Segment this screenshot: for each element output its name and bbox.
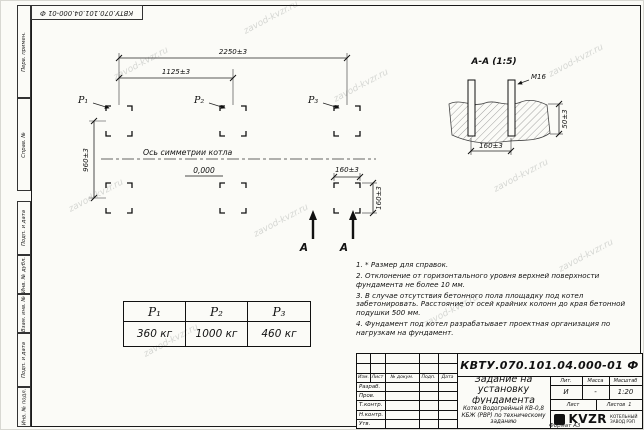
company-name: КОТЕЛЬНЫЙ ЗАВОД РЭП <box>610 414 637 425</box>
company-logo: KVZR КОТЕЛЬНЫЙ ЗАВОД РЭП <box>554 412 638 426</box>
margin-stamp-label: Инв. № дубл. <box>21 256 27 293</box>
dimension-1125: 1125±3 <box>115 68 237 105</box>
dimension-160-vertical: 160±3 <box>362 179 383 217</box>
dim-1125-text: 1125±3 <box>162 68 190 76</box>
load-table-header: P₁ <box>124 302 186 322</box>
point-p1-label: P₁ <box>77 95 88 106</box>
load-table-value: 360 кг <box>124 322 186 346</box>
tb-drawing-subtitle: Котел Водогрейный КВ-0,8 КБЖ (РВР) по те… <box>461 406 546 426</box>
pad-mark <box>333 182 361 214</box>
tb-lit-value: И <box>563 388 569 396</box>
pad-mark <box>219 182 247 214</box>
kvzr-logo-icon <box>554 413 566 425</box>
dim-960-text: 960±3 <box>82 148 90 172</box>
dim-50-text: 50±3 <box>561 109 569 128</box>
tb-listov-label: Листов <box>606 401 626 408</box>
margin-stamp-sprav-no: Справ. № <box>17 98 31 191</box>
pad-mark <box>105 105 133 137</box>
margin-stamp-inv-dubl: Инв. № дубл. <box>17 255 31 294</box>
tb-listov-cell: Листов 1 <box>596 399 642 410</box>
tb-drawing-title: Задание на установку фундамента <box>472 377 535 404</box>
load-table-header: P₂ <box>186 302 248 322</box>
bolt-size-label: М16 <box>531 73 546 81</box>
margin-stamp-inv-podl: Инв. № подл. <box>17 387 31 427</box>
margin-stamp-label: Взам. инв. № <box>21 295 27 332</box>
dim-160-v-text: 160±3 <box>375 186 383 210</box>
tb-listov-value: 1 <box>628 401 632 408</box>
dim-2250-text: 2250±3 <box>219 48 247 56</box>
load-table-header: P₃ <box>248 302 310 322</box>
load-table-value: 1000 кг <box>186 322 248 346</box>
kvzr-logo-text: KVZR <box>568 412 608 426</box>
dim-160-section-text: 160±3 <box>479 142 503 150</box>
pad-mark <box>105 182 133 214</box>
margin-stamp-label: Инв. № подл. <box>21 388 28 426</box>
format-label: Формат А3 <box>549 423 581 429</box>
load-table: P₁ P₂ P₃ 360 кг 1000 кг 460 кг <box>123 301 311 347</box>
level-mark-text: 0,000 <box>193 166 215 175</box>
tb-col-ndokum: № докум. <box>390 375 414 380</box>
anchor-bolt <box>507 79 516 137</box>
dimension-2250: 2250±3 <box>115 48 351 105</box>
tb-masshtab-label: Масштаб <box>613 377 638 384</box>
tb-lit-label: Лит. <box>560 377 572 384</box>
tb-massa-value: - <box>594 388 597 396</box>
pad-mark <box>219 105 247 137</box>
anchor-bolt <box>467 79 476 137</box>
symmetry-axis-label: Ось симметрии котла <box>143 148 233 157</box>
tb-masshtab-value: 1:20 <box>617 388 634 396</box>
notes-block: 1. * Размер для справок. 2. Отклонение о… <box>356 260 634 340</box>
point-p2-label: P₂ <box>193 95 204 106</box>
margin-stamp-label: Подп. и дата <box>21 209 27 247</box>
dim-160-h-text: 160±3 <box>335 166 359 174</box>
tb-doc-number: КВТУ.070.101.04.000-01 Ф <box>460 358 639 372</box>
tb-row-utv: Утв. <box>359 420 371 427</box>
section-letter-a1: А <box>299 242 308 254</box>
note-1: 1. * Размер для справок. <box>356 260 449 269</box>
note-2: 2. Отклонение от горизонтального уровня … <box>356 270 600 289</box>
margin-stamp-perv-primen: Перв. примен. <box>17 5 31 98</box>
note-3: 3. В случае отсутствия бетонного пола пл… <box>356 290 626 318</box>
company-name-line1: КОТЕЛЬНЫЙ <box>610 413 638 419</box>
margin-stamp-podp-data-1: Подп. и дата <box>17 201 31 255</box>
margin-stamp-label: Подп. и дата <box>21 341 27 379</box>
company-name-line2: ЗАВОД РЭП <box>610 419 635 424</box>
foundation-pads <box>105 105 361 214</box>
tb-row-nkontr: Н.контр. <box>359 411 384 418</box>
margin-stamp-label: Перв. примен. <box>21 31 28 72</box>
dimension-160-horizontal: 160±3 <box>330 166 364 181</box>
section-letter-a2: А <box>339 242 348 254</box>
margin-stamp-vzam-inv: Взам. инв. № <box>17 294 31 333</box>
pad-mark <box>333 105 361 137</box>
tb-col-podp: Подп. <box>421 375 436 380</box>
point-p3-label: P₃ <box>307 95 318 106</box>
concrete-hatch-region <box>448 99 551 144</box>
tb-row-tkontr: Т.контр. <box>359 402 383 408</box>
load-point-labels: P₁ P₂ P₃ <box>77 95 340 109</box>
plan-and-section-drawing: 2250±3 1125±3 P₁ P₂ P₃ <box>77 48 569 254</box>
load-table-value: 460 кг <box>261 328 297 340</box>
dimension-960: 960±3 <box>82 117 106 202</box>
tb-list-label: Лист <box>566 401 580 408</box>
top-doc-number-stamp: КВТУ.070.101.04.000-01 Ф <box>31 5 143 20</box>
tb-row-razrab: Разраб. <box>359 383 381 390</box>
tb-col-list: Лист <box>371 375 384 380</box>
section-cut-marks: А А <box>299 210 357 254</box>
tb-massa-label: Масса <box>587 377 604 384</box>
margin-stamp-label: Справ. № <box>21 131 27 158</box>
tb-col-data: Дата <box>441 375 454 380</box>
tb-col-izm: Изм. <box>358 375 369 380</box>
section-view: А-А (1:5) М16 50±3 160±3 <box>448 57 569 155</box>
symmetry-axis: Ось симметрии котла 0,000 <box>101 148 376 177</box>
tb-company-cell: KVZR КОТЕЛЬНЫЙ ЗАВОД РЭП <box>550 410 642 428</box>
tb-row-prov: Пров. <box>359 392 375 399</box>
margin-stamp-podp-data-2: Подп. и дата <box>17 333 31 387</box>
note-4: 4. Фундамент под котел разрабатывает про… <box>356 319 611 338</box>
drawing-frame <box>31 5 641 427</box>
title-block: Изм. Лист № докум. Подп. Дата Разраб. Пр… <box>356 353 643 429</box>
section-view-title: А-А (1:5) <box>470 57 516 67</box>
